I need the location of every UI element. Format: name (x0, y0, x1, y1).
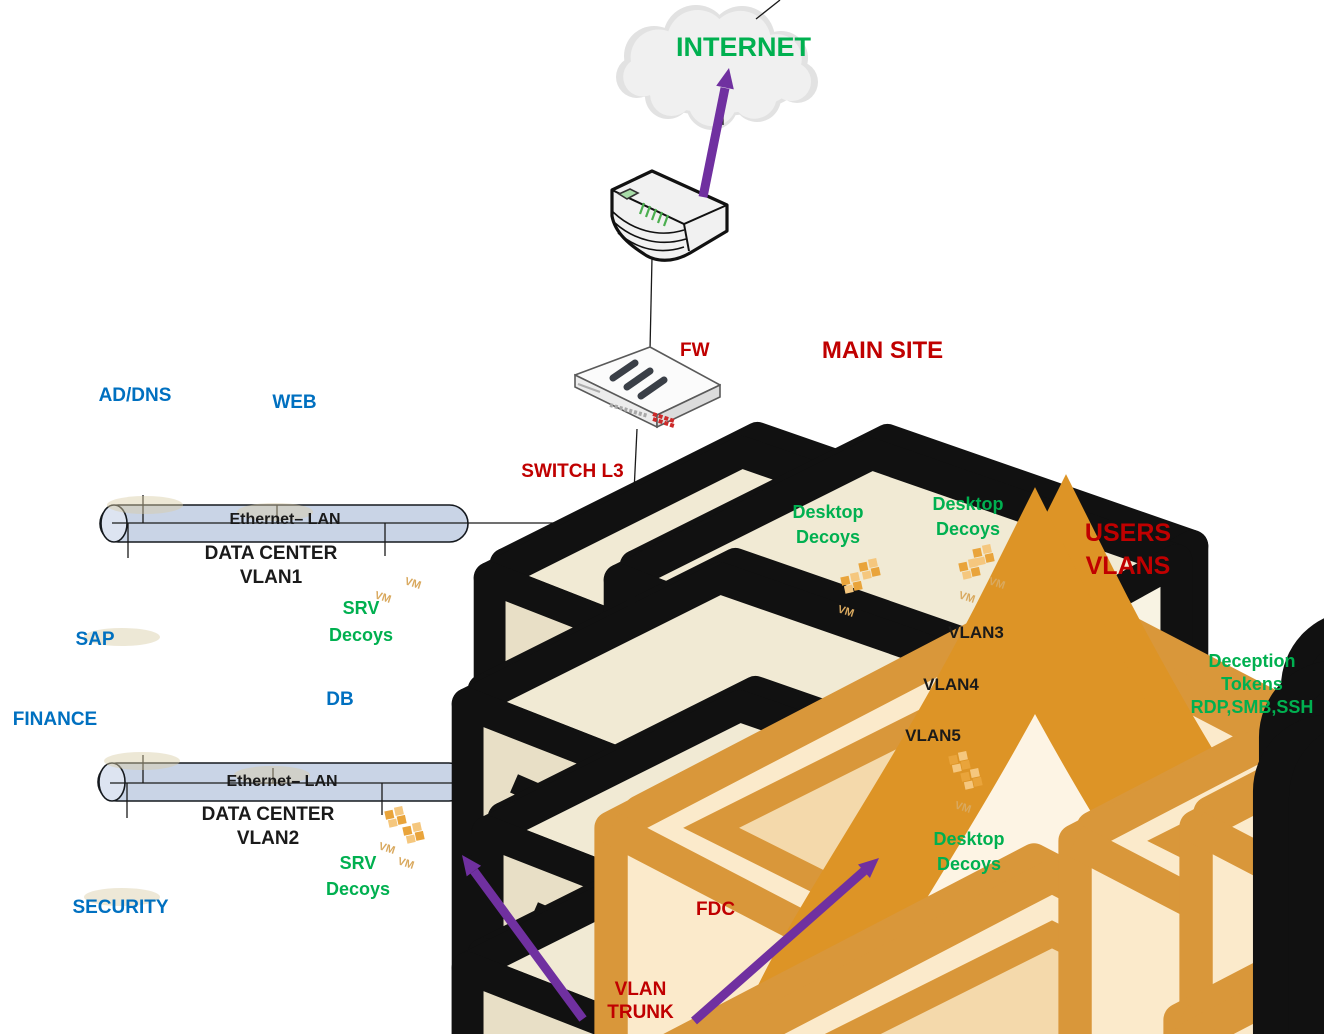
users-vlans-line2: VLANS (1085, 552, 1171, 580)
server-ad-dns-label: AD/DNS (98, 385, 172, 406)
vlan-trunk-label: VLAN TRUNK (588, 978, 693, 1024)
vm-label: VM (373, 589, 392, 606)
desktop-decoys-line2: Decoys (935, 519, 1001, 539)
srv-decoys-vlan1-label: SRV Decoys (316, 595, 406, 649)
datacenter-vlan1-label: DATA CENTER VLAN1 (186, 542, 356, 590)
server-sap-label: SAP (75, 629, 115, 650)
ethernet-lan-vlan1-label: Ethernet– LAN (229, 511, 341, 528)
srv-decoys-line2: Decoys (328, 625, 394, 645)
desktop-decoys-line1: Desktop (933, 829, 1005, 849)
desktop-decoys-line2: Decoys (795, 527, 861, 547)
server-web-label: WEB (272, 392, 317, 413)
desktop-decoys-2-icon: VM VM (957, 543, 1324, 1034)
vlan-trunk-arrow-right (691, 858, 879, 1025)
desktop-decoys-3-icon: VM (947, 750, 1324, 1034)
internet-label: INTERNET (676, 32, 811, 62)
vm-label: VM (403, 575, 422, 592)
desktop-decoys-line1: Desktop (792, 502, 864, 522)
ethernet-lan-vlan2-pipe (97, 762, 469, 802)
vm-label: VM (396, 855, 415, 872)
deception-tokens-line3: RDP,SMB,SSH (1190, 697, 1314, 717)
router-icon (610, 169, 729, 262)
users-vlans-label: USERS VLANS (1058, 517, 1198, 583)
ethernet-lan-vlan2-label: Ethernet– LAN (226, 773, 338, 790)
server-finance-label: FINANCE (12, 709, 98, 730)
desktop-decoys-3-label: Desktop Decoys (913, 827, 1025, 877)
deception-tokens-line1: Deception (1208, 651, 1296, 671)
firewall-icon (574, 346, 721, 429)
vlan-trunk-line2: TRUNK (607, 1002, 674, 1023)
desktop-decoys-line2: Decoys (936, 854, 1002, 874)
vlan5-label: VLAN5 (905, 726, 961, 745)
vm-label: VM (987, 575, 1006, 592)
datacenter-vlan2-line1: DATA CENTER (201, 804, 335, 825)
vlan4-label: VLAN4 (923, 675, 979, 694)
deception-tokens-line2: Tokens (1221, 674, 1283, 694)
vm-label: VM (953, 799, 972, 816)
server-security-label: SECURITY (72, 897, 169, 918)
datacenter-vlan2-line2: VLAN2 (236, 828, 300, 849)
desktop-decoys-line1: Desktop (932, 494, 1004, 514)
vm-label: VM (957, 589, 976, 606)
vlan-trunk-arrow-left (462, 855, 587, 1022)
vlan-trunk-line1: VLAN (614, 979, 667, 1000)
server-db-label: DB (326, 689, 354, 710)
switch-l3-label: SWITCH L3 (521, 461, 624, 482)
srv-decoys-vlan1-icon: VM VM (373, 575, 1324, 1034)
server-shadows (84, 496, 313, 906)
vm-label: VM (836, 603, 855, 620)
desktop-decoys-2-label: Desktop Decoys (912, 492, 1024, 542)
srv-decoys-vlan2-icon: VM VM (377, 805, 1324, 1034)
main-site-label: MAIN SITE (821, 337, 944, 364)
desktop-decoys-1-label: Desktop Decoys (772, 500, 884, 550)
datacenter-vlan1-line1: DATA CENTER (204, 543, 338, 564)
srv-decoys-line2: Decoys (325, 879, 391, 899)
srv-decoys-line1: SRV (339, 853, 377, 873)
datacenter-vlan1-line2: VLAN1 (239, 567, 303, 588)
fw-label: FW (680, 340, 710, 361)
srv-decoys-vlan2-label: SRV Decoys (313, 850, 403, 902)
deception-tokens-label: Deception Tokens RDP,SMB,SSH (1178, 650, 1324, 719)
desktop-decoys-1-icon: VM (836, 557, 1324, 1034)
vlan3-label: VLAN3 (948, 623, 1004, 642)
vm-label: VM (377, 840, 396, 857)
srv-decoys-line1: SRV (342, 598, 380, 618)
fdc-label: FDC (696, 899, 736, 920)
internet-uplink-arrow (698, 68, 734, 198)
datacenter-vlan2-label: DATA CENTER VLAN2 (183, 803, 353, 851)
users-vlans-line1: USERS (1084, 519, 1172, 547)
